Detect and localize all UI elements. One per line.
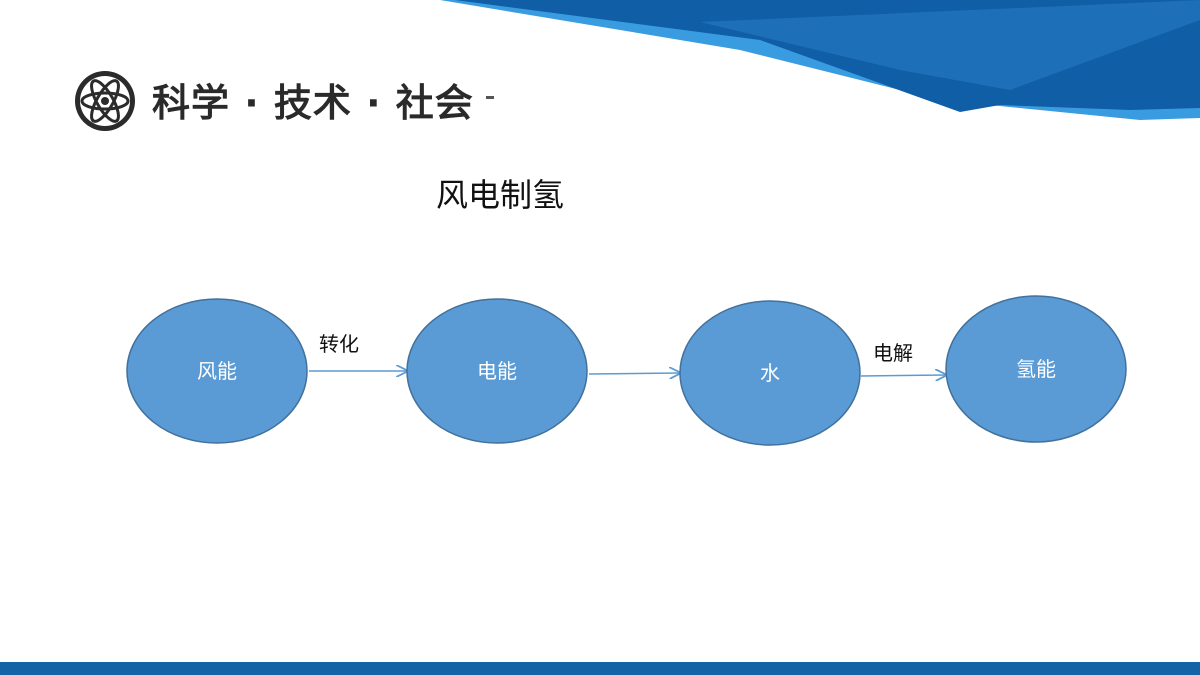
- node-water: 水: [679, 300, 861, 446]
- node-wind-label: 风能: [197, 359, 237, 383]
- brand-title: 科学 · 技术 · 社会: [152, 81, 474, 125]
- atom-logo-icon: [75, 71, 135, 131]
- edge-water-hydrogen: [860, 375, 946, 376]
- bottom-bar: [0, 662, 1200, 675]
- edge-electric-water: [588, 373, 680, 374]
- brand-dash: [486, 96, 494, 99]
- header-banner: [440, 0, 1200, 120]
- node-electric-label: 电能: [477, 359, 517, 383]
- edge-label-electrolysis: 电解: [873, 341, 913, 365]
- node-electric: 电能: [406, 298, 588, 444]
- node-wind: 风能: [126, 298, 308, 444]
- edge-label-convert: 转化: [319, 332, 359, 356]
- page-title: 风电制氢: [435, 176, 564, 214]
- node-hydrogen-label: 氢能: [1016, 357, 1056, 381]
- node-hydrogen: 氢能: [945, 295, 1127, 443]
- banner-mid-band: [700, 0, 1200, 90]
- node-water-label: 水: [760, 361, 780, 385]
